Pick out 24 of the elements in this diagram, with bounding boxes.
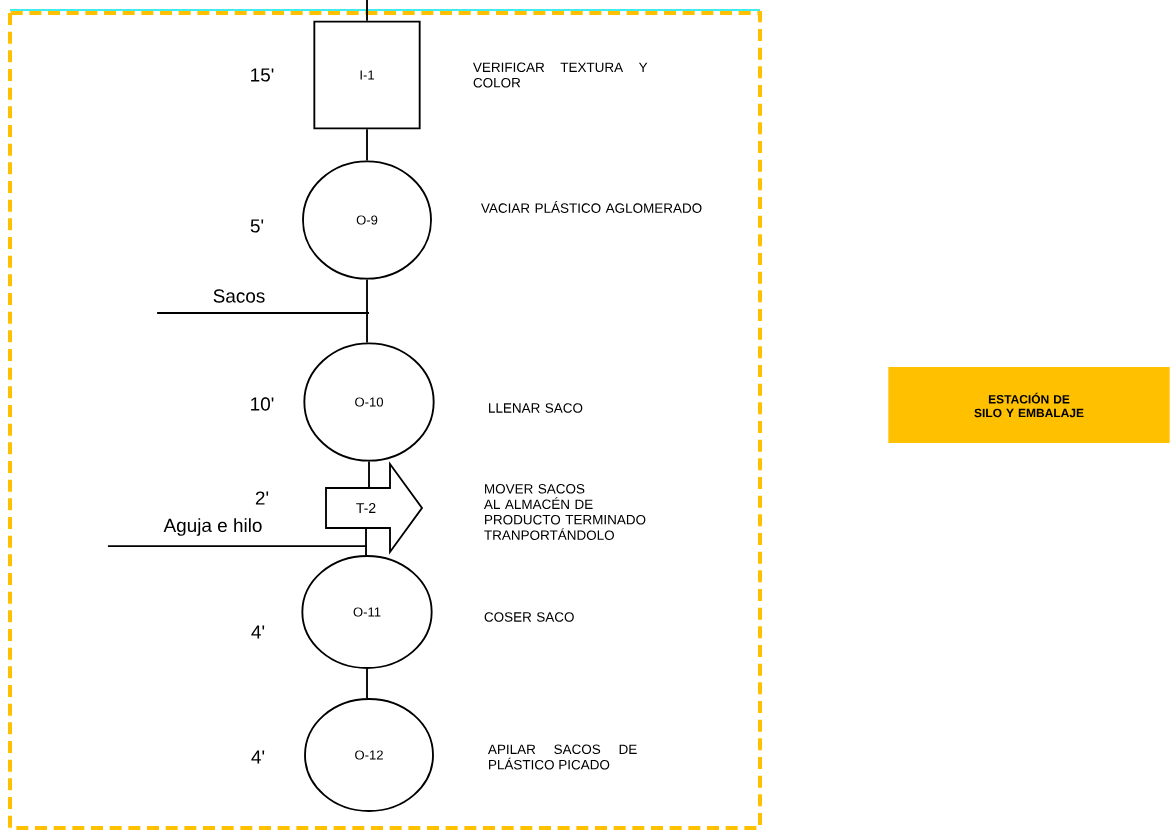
duration-label: 4' (251, 625, 265, 639)
input-label: Aguja e hilo (163, 518, 262, 536)
connector-line (366, 278, 368, 344)
connector-line (156, 312, 370, 314)
connector-line (365, 528, 367, 556)
duration-label: 5' (250, 219, 264, 233)
connector-line (368, 460, 370, 488)
connector-line (366, 128, 368, 162)
inspection-box: I-1 (313, 20, 421, 130)
step-description: MOVER SACOS AL ALMACÉN DE PRODUCTO TERMINADO TRANPORTÁNDOLO (483, 484, 646, 540)
input-label: Sacos (213, 289, 265, 303)
duration-label: 10' (251, 397, 274, 411)
connector-line (107, 545, 368, 548)
connector-line (366, 0, 368, 22)
duration-label: 2' (255, 491, 269, 505)
connector-line (366, 668, 368, 699)
step-description: APILAR SACOS DE PLÁSTICO PICADO (487, 744, 637, 770)
duration-label: 4' (251, 750, 265, 764)
duration-label: 15' (251, 68, 274, 82)
step-description: VERIFICAR TEXTURA Y COLOR (473, 62, 648, 88)
step-description: VACIAR PLÁSTICO AGLOMERADO (481, 201, 702, 213)
step-description: LLENAR SACO (489, 403, 583, 413)
station-banner: ESTACIÓN DE SILO Y EMBALAJE (888, 367, 1170, 443)
step-description: COSER SACO (484, 612, 574, 622)
